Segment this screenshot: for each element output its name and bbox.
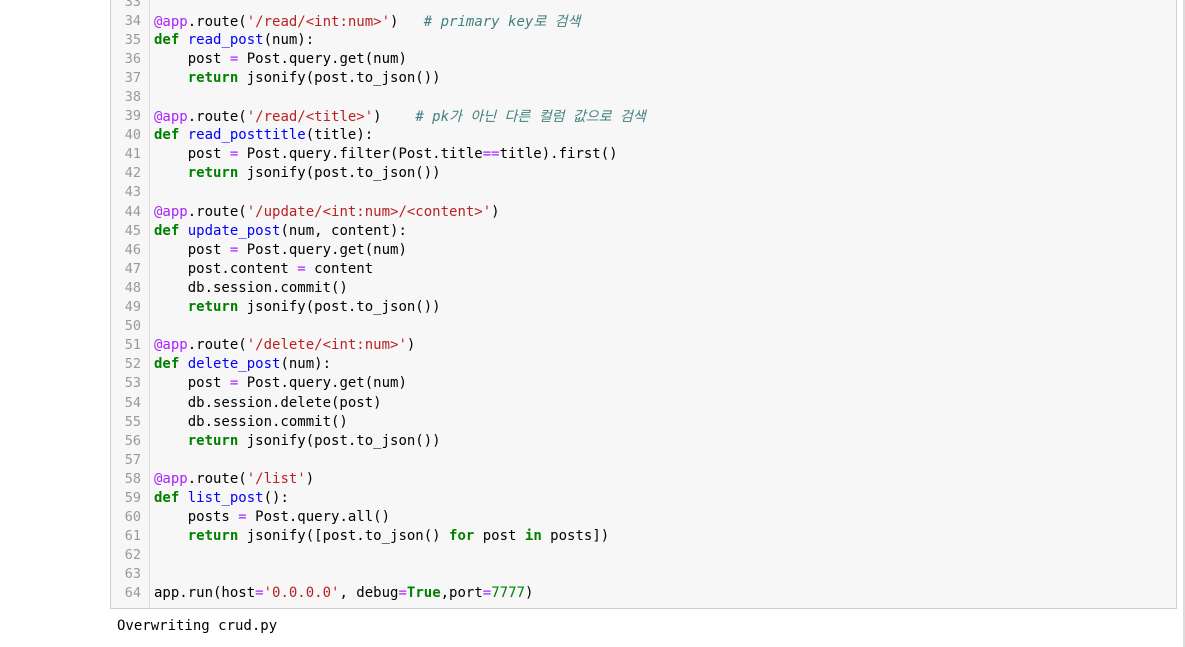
code-line[interactable]: 48 db.session.commit() [111, 278, 1176, 297]
code-line[interactable]: 59 def list_post(): [111, 488, 1176, 507]
code-text: db.session.commit() [154, 279, 348, 296]
code-line[interactable]: 64 app.run(host='0.0.0.0', debug=True,por… [111, 584, 1176, 603]
code-line[interactable]: 33 [111, 0, 1176, 11]
code-text: @app.route('/read/<int:num>') # primary … [154, 13, 581, 30]
code-text: @app.route('/read/<title>') # pk가 아닌 다른 … [154, 109, 646, 126]
code-text: @app.route('/update/<int:num>/<content>'… [154, 203, 500, 220]
code-line[interactable]: 39 @app.route('/read/<title>') # pk가 아닌 다… [111, 107, 1176, 126]
code-text: post.content = content [154, 260, 374, 277]
code-text: def list_post(): [154, 489, 289, 506]
line-number: 44 [124, 203, 141, 220]
code-line[interactable]: 52 def delete_post(num): [111, 355, 1176, 374]
code-cell[interactable]: 33 34 @app.route('/read/<int:num>') # prim… [110, 0, 1177, 609]
line-number: 50 [124, 318, 141, 335]
code-line[interactable]: 49 return jsonify(post.to_json()) [111, 298, 1176, 317]
line-number: 63 [124, 566, 141, 583]
code-text: return jsonify([post.to_json() for post … [187, 528, 610, 545]
line-number: 64 [124, 585, 141, 602]
code-line[interactable]: 46 post = Post.query.get(num) [111, 240, 1176, 259]
line-number: 58 [124, 470, 141, 487]
line-number: 41 [124, 146, 141, 163]
code-line[interactable]: 51 @app.route('/delete/<int:num>') [111, 336, 1176, 355]
line-number: 51 [124, 337, 141, 354]
code-text: post = Post.query.get(num) [154, 375, 407, 392]
code-text: def read_post(num): [154, 31, 315, 48]
line-number: 56 [124, 432, 141, 449]
code-line[interactable]: 57 [111, 450, 1176, 469]
code-line[interactable]: 54 db.session.delete(post) [111, 393, 1176, 412]
code-line[interactable]: 42 return jsonify(post.to_json()) [111, 164, 1176, 183]
code-line[interactable]: 61 return jsonify([post.to_json() for po… [111, 527, 1176, 546]
line-number: 47 [124, 260, 141, 277]
code-text: db.session.delete(post) [154, 394, 382, 411]
line-number: 43 [124, 184, 141, 201]
code-text: return jsonify(post.to_json()) [187, 299, 441, 316]
code-text: def update_post(num, content): [154, 222, 407, 239]
code-text: return jsonify(post.to_json()) [187, 432, 441, 449]
code-text: post = Post.query.filter(Post.title==tit… [154, 146, 618, 163]
code-line[interactable]: 50 [111, 317, 1176, 336]
line-number: 39 [124, 108, 141, 125]
line-number: 55 [124, 413, 141, 430]
code-line[interactable]: 44 @app.route('/update/<int:num>/<content… [111, 202, 1176, 221]
code-line[interactable]: 60 posts = Post.query.all() [111, 508, 1176, 527]
code-line[interactable]: 40 def read_posttitle(title): [111, 126, 1176, 145]
code-text: def read_posttitle(title): [154, 127, 374, 144]
code-text: @app.route('/delete/<int:num>') [154, 337, 416, 354]
code-line[interactable]: 43 [111, 183, 1176, 202]
code-line[interactable]: 56 return jsonify(post.to_json()) [111, 431, 1176, 450]
cell-output: Overwriting crud.py [117, 618, 278, 634]
line-number: 33 [124, 0, 141, 10]
code-line[interactable]: 62 [111, 546, 1176, 565]
code-line[interactable]: 47 post.content = content [111, 259, 1176, 278]
line-number: 48 [124, 279, 141, 296]
line-number: 46 [124, 241, 141, 258]
code-text: def delete_post(num): [154, 356, 332, 373]
line-number: 49 [124, 299, 141, 316]
line-number: 57 [124, 451, 141, 468]
code-text: post = Post.query.get(num) [154, 241, 407, 258]
code-line[interactable]: 58 @app.route('/list') [111, 469, 1176, 488]
code-line[interactable]: 45 def update_post(num, content): [111, 221, 1176, 240]
line-number: 59 [124, 489, 141, 506]
line-number: 61 [124, 528, 141, 545]
line-number: 62 [124, 547, 141, 564]
code-text: posts = Post.query.all() [154, 509, 391, 526]
line-number: 35 [124, 31, 141, 48]
line-number: 34 [124, 12, 141, 29]
line-number: 42 [124, 165, 141, 182]
code-text: return jsonify(post.to_json()) [187, 165, 441, 182]
code-text: return jsonify(post.to_json()) [187, 69, 441, 86]
code-line[interactable]: 38 [111, 87, 1176, 106]
code-editor[interactable]: 33 34 @app.route('/read/<int:num>') # prim… [111, 0, 1176, 603]
line-number: 60 [124, 509, 141, 526]
code-line[interactable]: 37 return jsonify(post.to_json()) [111, 68, 1176, 87]
code-text: db.session.commit() [154, 413, 348, 430]
line-number: 36 [124, 50, 141, 67]
code-text: app.run(host='0.0.0.0', debug=True,port=… [154, 585, 534, 602]
code-text: @app.route('/list') [154, 470, 315, 487]
code-line[interactable]: 63 [111, 565, 1176, 584]
page-scrollbar[interactable] [1183, 0, 1185, 647]
line-number: 52 [124, 356, 141, 373]
line-number-gutter [111, 0, 150, 608]
line-number: 37 [124, 69, 141, 86]
line-number: 38 [124, 89, 141, 106]
line-number: 54 [124, 394, 141, 411]
code-line[interactable]: 53 post = Post.query.get(num) [111, 374, 1176, 393]
code-line[interactable]: 35 def read_post(num): [111, 30, 1176, 49]
code-text: post = Post.query.get(num) [154, 50, 407, 67]
code-line[interactable]: 55 db.session.commit() [111, 412, 1176, 431]
code-line[interactable]: 36 post = Post.query.get(num) [111, 49, 1176, 68]
line-number: 45 [124, 222, 141, 239]
line-number: 53 [124, 375, 141, 392]
line-number: 40 [124, 127, 141, 144]
code-line[interactable]: 41 post = Post.query.filter(Post.title==… [111, 145, 1176, 164]
code-line[interactable]: 34 @app.route('/read/<int:num>') # primar… [111, 11, 1176, 30]
